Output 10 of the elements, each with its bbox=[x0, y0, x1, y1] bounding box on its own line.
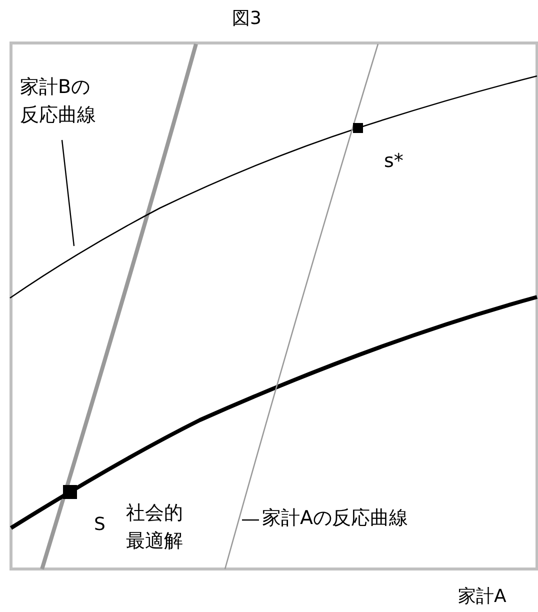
point-label: 社会的最適解 bbox=[126, 501, 184, 554]
point-label: S bbox=[94, 513, 106, 537]
point-label: s* bbox=[384, 149, 404, 174]
leader-line bbox=[242, 519, 259, 521]
leader-line bbox=[61, 140, 75, 246]
figure-title: 図3 bbox=[232, 7, 262, 31]
axis-label: 家計A bbox=[458, 585, 506, 609]
reaction-curve bbox=[10, 75, 538, 299]
curve-label: 家計Aの反応曲線 bbox=[262, 505, 408, 533]
curve-label: 家計Bの反応曲線 bbox=[20, 74, 100, 130]
